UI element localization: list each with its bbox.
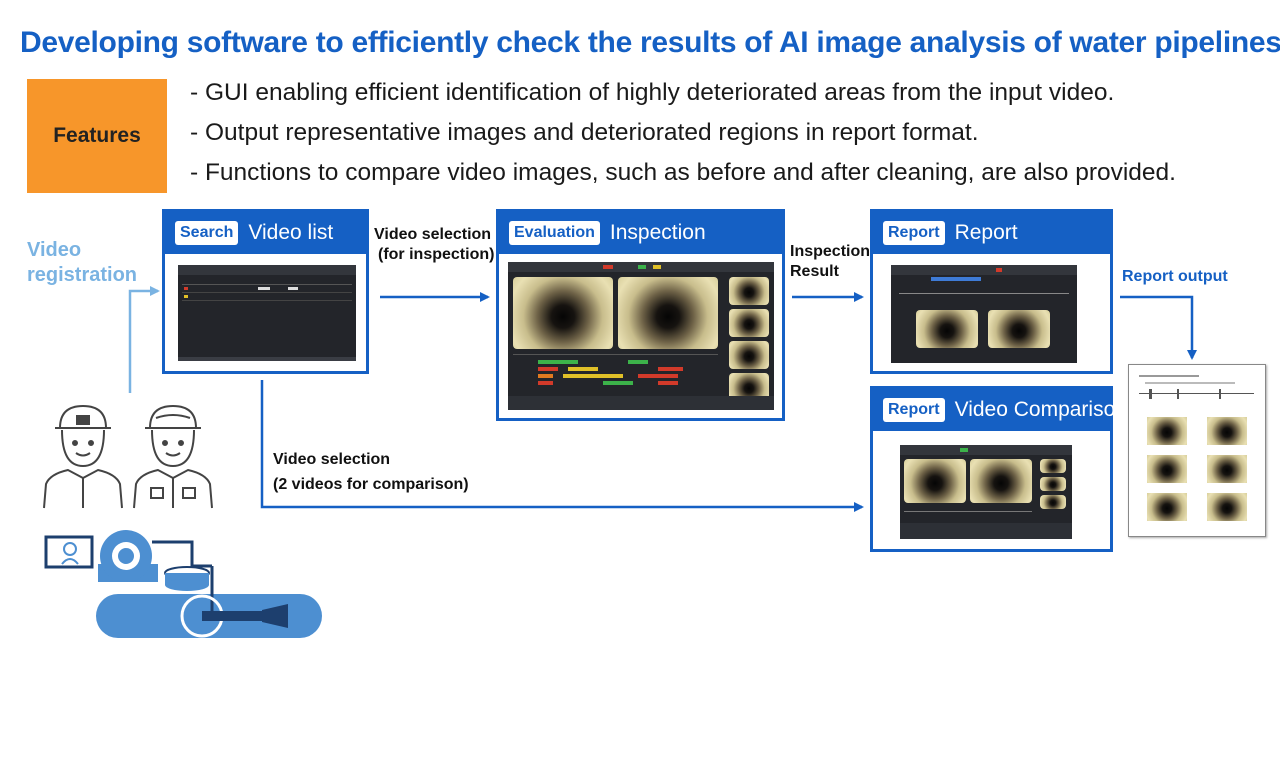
thumbnail <box>729 309 769 337</box>
video-list-panel: Search Video list <box>162 209 369 374</box>
pipe-video-left <box>513 277 613 349</box>
report-tag: Report <box>883 221 945 245</box>
comparison-video-right <box>970 459 1032 503</box>
document-image <box>1207 493 1247 521</box>
thumbnail <box>1040 495 1066 509</box>
inspection-title: Inspection <box>609 221 706 244</box>
document-image <box>1147 493 1187 521</box>
report-image <box>988 310 1050 348</box>
report-tag: Report <box>883 398 945 422</box>
inspection-result-label: Inspection Result <box>790 243 871 280</box>
video-selection-inspection-label: Video selection (for inspection) <box>374 226 495 263</box>
evaluation-tag: Evaluation <box>509 221 600 245</box>
report-header: Report Report <box>873 212 1110 254</box>
to-comparison-arrow <box>260 380 864 512</box>
video-selection-comparison-label: Video selection (2 videos for comparison… <box>273 451 469 493</box>
worker-illustration <box>43 404 213 509</box>
inspection-header: Evaluation Inspection <box>499 212 782 254</box>
feature-item: - GUI enabling efficient identification … <box>190 79 1115 106</box>
report-panel: Report Report <box>870 209 1113 374</box>
inspection-screenshot <box>508 262 774 410</box>
document-image <box>1207 417 1247 445</box>
report-title: Report <box>954 221 1018 244</box>
registration-arrow <box>128 286 160 393</box>
video-comparison-panel: Report Video Comparison <box>870 386 1127 552</box>
document-image <box>1207 455 1247 483</box>
thumbnail <box>729 277 769 305</box>
video-list-title: Video list <box>248 221 334 244</box>
comparison-video-left <box>904 459 966 503</box>
pipe-camera-illustration <box>44 530 322 638</box>
search-tag: Search <box>175 221 239 245</box>
video-comparison-screenshot <box>900 445 1072 539</box>
report-output-arrow <box>1120 295 1197 360</box>
report-screenshot <box>891 265 1077 363</box>
report-document-icon <box>1128 364 1266 537</box>
video-comparison-title: Video Comparison <box>954 398 1127 421</box>
document-image <box>1147 455 1187 483</box>
video-list-header: Search Video list <box>165 212 366 254</box>
feature-item: - Output representative images and deter… <box>190 119 979 146</box>
video-registration-label: Video registration <box>27 239 138 286</box>
inspection-panel: Evaluation Inspection <box>496 209 785 421</box>
video-comparison-header: Report Video Comparison <box>873 389 1127 431</box>
thumbnail <box>729 341 769 369</box>
document-image <box>1147 417 1187 445</box>
video-list-screenshot <box>178 265 356 361</box>
thumbnail <box>1040 477 1066 491</box>
page-title: Developing software to efficiently check… <box>20 26 1280 59</box>
report-image <box>916 310 978 348</box>
feature-item: - Functions to compare video images, suc… <box>190 159 1176 186</box>
features-badge: Features <box>27 79 167 193</box>
thumbnail <box>1040 459 1066 473</box>
report-output-label: Report output <box>1122 268 1228 285</box>
pipe-video-right <box>618 277 718 349</box>
